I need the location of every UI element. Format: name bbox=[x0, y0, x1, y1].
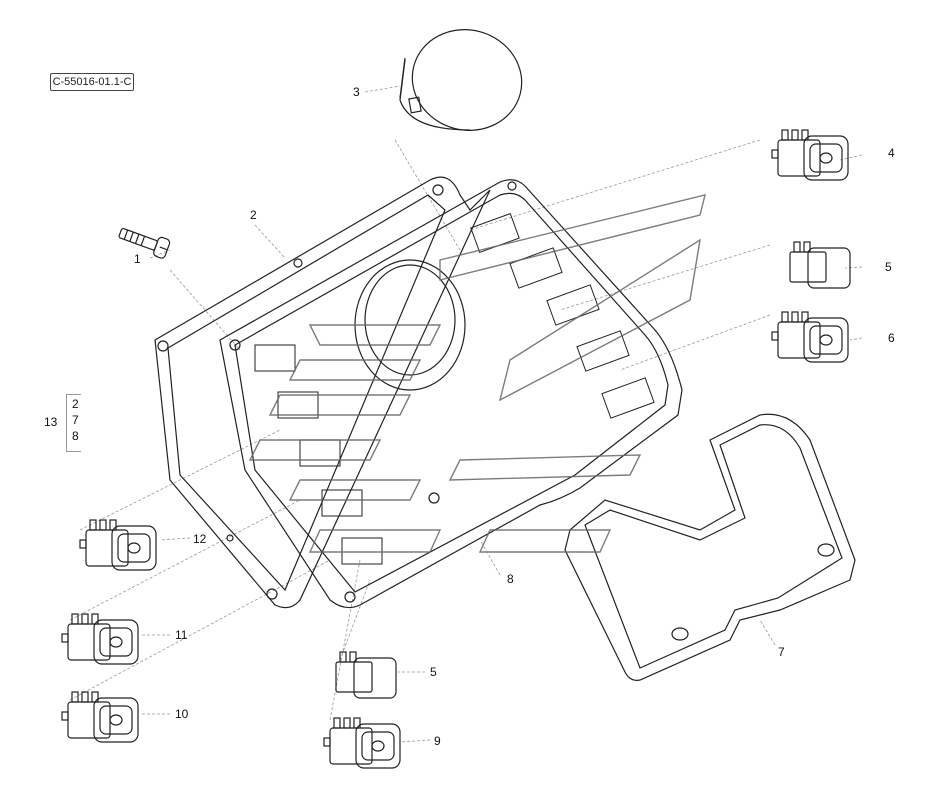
kit-bracket bbox=[66, 394, 81, 452]
callout-13: 13 bbox=[44, 415, 58, 429]
rocker-switch-icon bbox=[61, 613, 139, 665]
callout-5: 5 bbox=[885, 260, 892, 274]
screw-icon bbox=[118, 227, 171, 259]
rocker-switch-icon bbox=[771, 129, 849, 181]
rocker-switch-icon bbox=[61, 691, 139, 743]
rocker-switch-icon bbox=[79, 519, 157, 571]
callout-2: 2 bbox=[250, 208, 257, 222]
rocker-switch-icon bbox=[771, 311, 849, 363]
kit-member: 2 bbox=[72, 397, 79, 411]
switch-slot bbox=[254, 212, 655, 565]
bezel-frame-icon bbox=[154, 176, 491, 609]
panel-cover-icon bbox=[564, 413, 856, 681]
callout-5b: 5 bbox=[430, 665, 437, 679]
callout-4: 4 bbox=[888, 146, 895, 160]
callout-11: 11 bbox=[175, 628, 188, 642]
callout-12: 12 bbox=[193, 532, 207, 546]
round-plug-cap-icon bbox=[399, 29, 523, 131]
leader-lines bbox=[69, 85, 863, 743]
callout-7: 7 bbox=[778, 645, 785, 659]
blank-switch-cover-icon bbox=[335, 651, 397, 699]
callout-3: 3 bbox=[353, 85, 360, 99]
blank-switch-cover-icon bbox=[789, 241, 851, 289]
callout-9: 9 bbox=[434, 734, 441, 748]
kit-members-list: 2 7 8 bbox=[72, 396, 79, 444]
drawing-reference-code: C-55016-01.1-C bbox=[50, 73, 134, 91]
kit-member: 8 bbox=[72, 429, 79, 443]
callout-6: 6 bbox=[888, 331, 895, 345]
kit-member: 7 bbox=[72, 413, 79, 427]
callout-1: 1 bbox=[134, 252, 141, 266]
callout-8: 8 bbox=[507, 572, 514, 586]
rocker-switch-icon bbox=[323, 717, 401, 769]
callout-10: 10 bbox=[175, 707, 189, 721]
switch-panel-icon bbox=[219, 179, 683, 609]
watermark-logo-icon bbox=[248, 194, 706, 553]
